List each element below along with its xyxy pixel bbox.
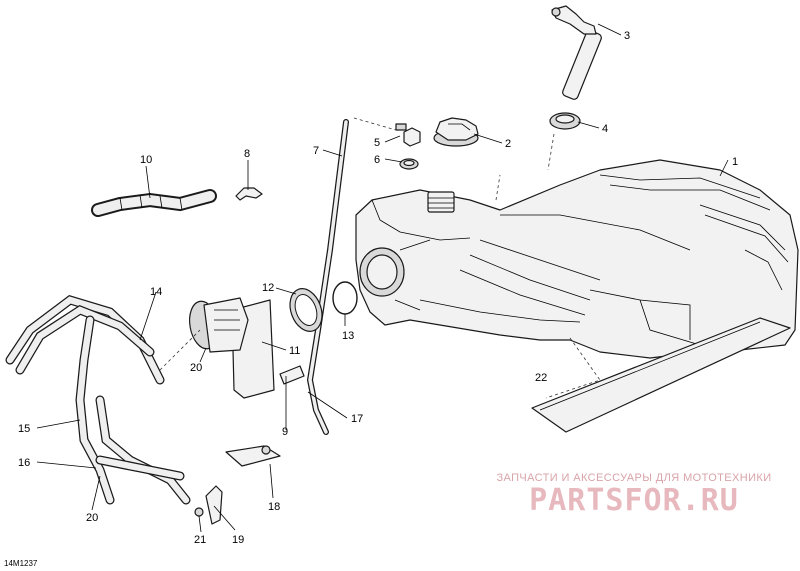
callout-20-upper: 20 xyxy=(190,362,202,374)
callout-7: 7 xyxy=(313,145,319,157)
callout-19: 19 xyxy=(232,534,244,546)
nut-part xyxy=(194,507,204,517)
watermark-brand: PARTSFOR.RU xyxy=(529,483,739,518)
grommet-part xyxy=(549,112,581,130)
callout-8: 8 xyxy=(244,148,250,160)
o-ring-part xyxy=(332,281,358,315)
tank-pad-part xyxy=(531,317,791,433)
callout-2: 2 xyxy=(505,138,511,150)
fuel-pump-part xyxy=(159,297,275,399)
vent-grommet-part xyxy=(399,158,419,170)
vent-tube-part xyxy=(306,117,397,435)
fuel-sender-part xyxy=(551,5,602,100)
fitting-part xyxy=(279,365,305,385)
leader-lines xyxy=(36,23,729,533)
callout-16: 16 xyxy=(18,457,30,469)
fuel-lines-part xyxy=(5,295,191,505)
clamp-part xyxy=(235,187,263,201)
reference-code: 14M1237 xyxy=(4,559,38,568)
callout-6: 6 xyxy=(374,154,380,166)
callout-14: 14 xyxy=(150,286,162,298)
callout-numbers: 3 4 1 2 5 6 7 8 10 12 11 13 14 20 15 16 … xyxy=(18,30,738,546)
callout-18: 18 xyxy=(268,501,280,513)
filler-hose-part xyxy=(91,189,217,217)
filter-part xyxy=(225,445,281,467)
callout-4: 4 xyxy=(602,123,608,135)
watermark: ЗАПЧАСТИ И АКСЕССУАРЫ ДЛЯ МОТОТЕХНИКИ PA… xyxy=(484,472,784,518)
callout-3: 3 xyxy=(624,30,630,42)
callout-11: 11 xyxy=(289,345,300,357)
watermark-tagline: ЗАПЧАСТИ И АКСЕССУАРЫ ДЛЯ МОТОТЕХНИКИ xyxy=(496,472,772,484)
fuel-tank-part xyxy=(355,159,799,359)
fuel-cap-part xyxy=(433,117,479,147)
callout-22: 22 xyxy=(535,372,547,384)
callout-12: 12 xyxy=(262,282,274,294)
callout-5: 5 xyxy=(374,137,380,149)
filler-neck xyxy=(427,191,455,213)
callout-21: 21 xyxy=(194,534,206,546)
callout-10: 10 xyxy=(140,154,152,166)
lock-ring-part xyxy=(289,288,323,332)
callout-9: 9 xyxy=(282,426,288,438)
callout-15: 15 xyxy=(18,423,30,435)
callout-20-lower: 20 xyxy=(86,512,98,524)
bracket-part xyxy=(205,485,223,525)
vent-valve-part xyxy=(395,123,421,147)
callout-17: 17 xyxy=(351,413,363,425)
callout-1: 1 xyxy=(732,156,738,168)
callout-13: 13 xyxy=(342,330,354,342)
